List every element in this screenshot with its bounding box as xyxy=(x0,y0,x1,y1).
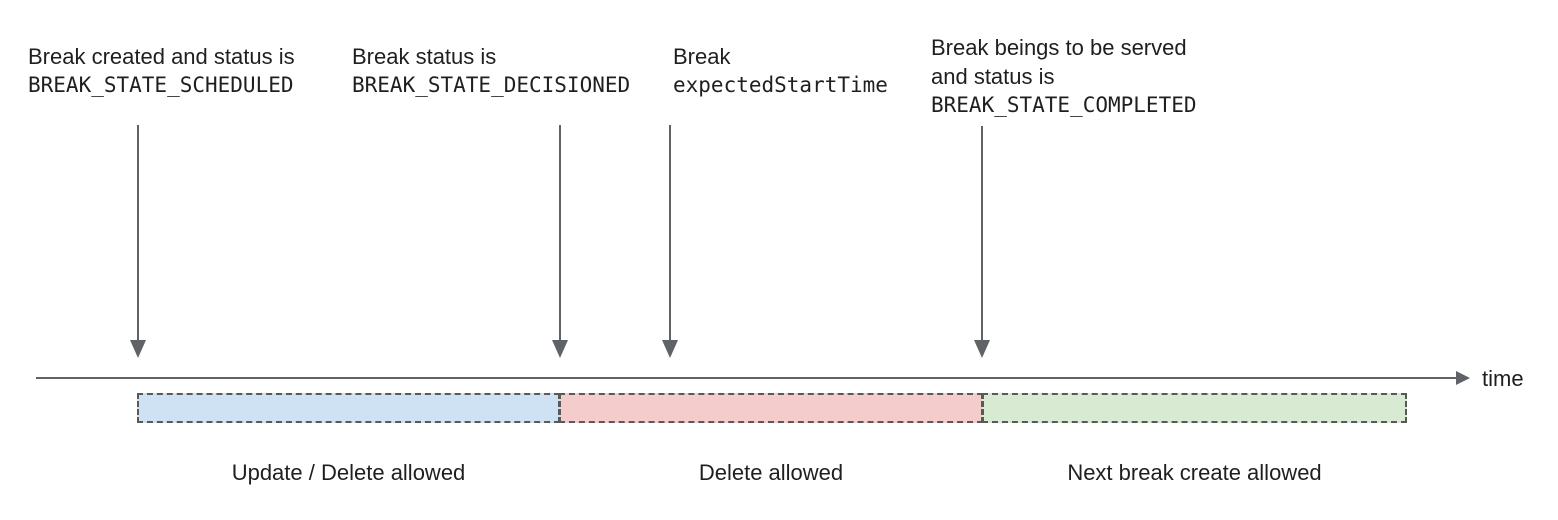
annotation-expected-start-time: Break expectedStartTime xyxy=(673,42,888,100)
time-axis-label: time xyxy=(1482,366,1524,391)
segment-next-break-create-allowed xyxy=(982,393,1407,423)
annotation-code: BREAK_STATE_DECISIONED xyxy=(352,73,631,97)
segment-label: Delete allowed xyxy=(698,460,844,485)
annotation-text: Break xyxy=(673,44,731,69)
annotation-break-scheduled: Break created and status is BREAK_STATE_… xyxy=(28,42,295,100)
annotation-code: BREAK_STATE_COMPLETED xyxy=(931,93,1197,117)
annotation-text: Break created and status is xyxy=(28,44,295,69)
annotation-text: Break status is xyxy=(352,44,497,69)
segment-update-delete-allowed xyxy=(137,393,560,423)
down-arrow-line-3 xyxy=(669,125,671,343)
segment-label: Update / Delete allowed xyxy=(231,460,466,485)
annotation-text: Break beings to be served xyxy=(931,35,1187,60)
segment-delete-allowed xyxy=(559,393,983,423)
down-arrow-line-1 xyxy=(137,125,139,343)
down-arrow-line-4 xyxy=(981,126,983,343)
segment-label: Next break create allowed xyxy=(1067,460,1322,485)
down-arrow-head-icon xyxy=(974,340,990,358)
annotation-break-completed: Break beings to be served and status is … xyxy=(931,33,1197,120)
annotation-code: expectedStartTime xyxy=(673,73,888,97)
down-arrow-head-icon xyxy=(130,340,146,358)
time-axis-line xyxy=(36,377,1456,379)
down-arrow-head-icon xyxy=(662,340,678,358)
annotation-break-decisioned: Break status is BREAK_STATE_DECISIONED xyxy=(352,42,630,100)
down-arrow-line-2 xyxy=(559,125,561,343)
annotation-code: BREAK_STATE_SCHEDULED xyxy=(28,73,294,97)
annotation-text: and status is xyxy=(931,64,1055,89)
down-arrow-head-icon xyxy=(552,340,568,358)
time-axis-arrowhead-icon xyxy=(1456,371,1470,385)
